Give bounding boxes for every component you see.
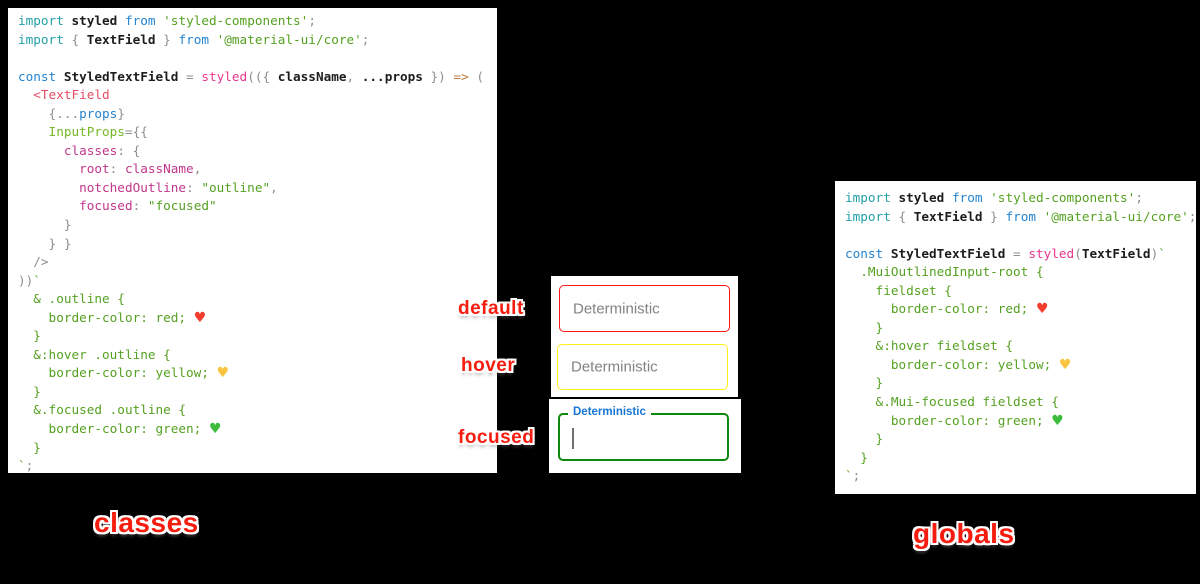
code-line: &.Mui-focused fieldset { bbox=[845, 394, 1059, 410]
label-focused: focused bbox=[458, 427, 535, 448]
code-line: const StyledTextField = styled(TextField… bbox=[845, 245, 1166, 261]
textfield-floating-label: Deterministic bbox=[568, 406, 651, 418]
code-line: root: className, bbox=[18, 161, 202, 177]
yellow-heart-icon: ♥ bbox=[1058, 356, 1072, 373]
code-line: import { TextField } from '@material-ui/… bbox=[845, 208, 1196, 224]
code-line: ))` bbox=[18, 272, 41, 288]
code-line: fieldset { bbox=[845, 282, 952, 298]
label-default: default bbox=[458, 298, 524, 319]
code-line: const StyledTextField = styled(({ classN… bbox=[18, 68, 485, 84]
code-line: } bbox=[18, 217, 72, 233]
code-line: import { TextField } from '@material-ui/… bbox=[18, 31, 370, 47]
textfield-placeholder: Deterministic bbox=[571, 358, 658, 376]
code-line: } bbox=[845, 431, 884, 447]
code-line: &.focused .outline { bbox=[18, 402, 187, 418]
text-caret-icon bbox=[572, 428, 574, 449]
textfield-placeholder: Deterministic bbox=[573, 300, 660, 317]
code-line bbox=[18, 49, 497, 68]
red-heart-icon: ♥ bbox=[193, 309, 207, 326]
code-line: &:hover .outline { bbox=[18, 346, 171, 362]
red-heart-icon: ♥ bbox=[1035, 301, 1049, 318]
code-line: <TextField bbox=[33, 87, 110, 103]
code-line: & .outline { bbox=[18, 291, 125, 307]
code-line: focused: "focused" bbox=[18, 198, 217, 214]
code-line: } bbox=[18, 383, 41, 399]
code-line: } bbox=[845, 375, 884, 391]
code-line: } bbox=[18, 439, 41, 455]
code-panel-classes: import styled from 'styled-components'; i… bbox=[8, 8, 497, 473]
code-line: import styled from 'styled-components'; bbox=[18, 13, 316, 28]
code-line: &:hover fieldset { bbox=[845, 338, 1014, 354]
code-line: `; bbox=[845, 468, 861, 484]
code-line: } bbox=[845, 319, 884, 335]
code-line: InputProps={{ bbox=[18, 124, 148, 140]
code-line: .MuiOutlinedInput-root { bbox=[845, 264, 1044, 280]
code-line: import styled from 'styled-components'; bbox=[845, 190, 1143, 205]
code-line: border-color: green; ♥ bbox=[18, 421, 222, 438]
label-globals: globals bbox=[913, 518, 1015, 549]
code-line: /> bbox=[18, 254, 49, 270]
label-hover: hover bbox=[461, 355, 516, 376]
code-line: notchedOutline: "outline", bbox=[18, 179, 278, 195]
code-line: border-color: green; ♥ bbox=[845, 412, 1064, 429]
code-line: border-color: yellow; ♥ bbox=[845, 356, 1072, 373]
code-line: border-color: red; ♥ bbox=[18, 309, 207, 326]
code-line: `; bbox=[18, 458, 34, 473]
textfield-default[interactable]: Deterministic bbox=[559, 285, 730, 332]
yellow-heart-icon: ♥ bbox=[216, 365, 230, 382]
code-line bbox=[845, 226, 1196, 245]
code-line: border-color: yellow; ♥ bbox=[18, 365, 230, 382]
code-line: } bbox=[845, 449, 868, 465]
code-line: border-color: red; ♥ bbox=[845, 301, 1049, 318]
green-heart-icon: ♥ bbox=[1051, 412, 1064, 429]
green-heart-icon: ♥ bbox=[208, 421, 222, 438]
label-classes: classes bbox=[94, 507, 199, 538]
code-line: } bbox=[18, 328, 41, 344]
code-line: {...props} bbox=[18, 105, 125, 121]
code-line: classes: { bbox=[18, 142, 141, 158]
textfield-focused[interactable]: Deterministic bbox=[558, 406, 729, 461]
textfield-hover[interactable]: Deterministic bbox=[557, 344, 728, 390]
code-line: } } bbox=[18, 235, 72, 251]
code-panel-globals: import styled from 'styled-components'; i… bbox=[835, 181, 1196, 494]
